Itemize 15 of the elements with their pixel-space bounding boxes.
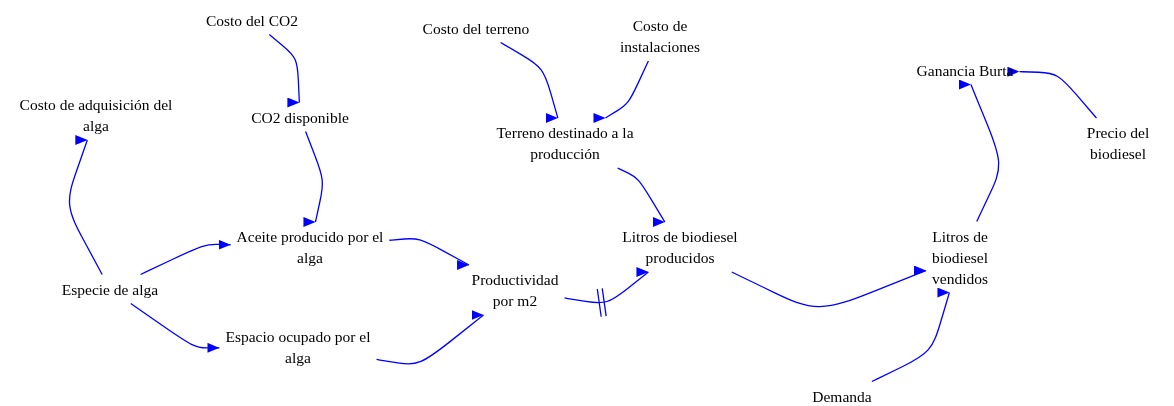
variable-label: Espacio ocupado por el alga — [224, 327, 372, 368]
variable-label: Terreno destinado a la producción — [495, 123, 635, 164]
variable-label: Costo del terreno — [421, 18, 531, 39]
variable-label: Especie de alga — [60, 279, 160, 300]
variable-label: Costo de instalaciones — [618, 16, 702, 57]
variable-label: Costo de adquisición del alga — [18, 95, 174, 136]
variable-label: Ganancia Burta — [915, 60, 1015, 81]
variable-label: CO2 disponible — [250, 107, 350, 128]
variable-label: Demanda — [811, 386, 873, 406]
variable-label: Precio del biodiesel — [1085, 123, 1151, 164]
variable-label: Litros de biodiesel vendidos — [931, 226, 989, 289]
variable-label: Litros de biodiesel producidos — [621, 227, 739, 268]
variable-label: Costo del CO2 — [204, 10, 300, 31]
variable-label: Aceite producido por el alga — [235, 227, 385, 268]
variable-label: Productividad por m2 — [470, 270, 560, 311]
